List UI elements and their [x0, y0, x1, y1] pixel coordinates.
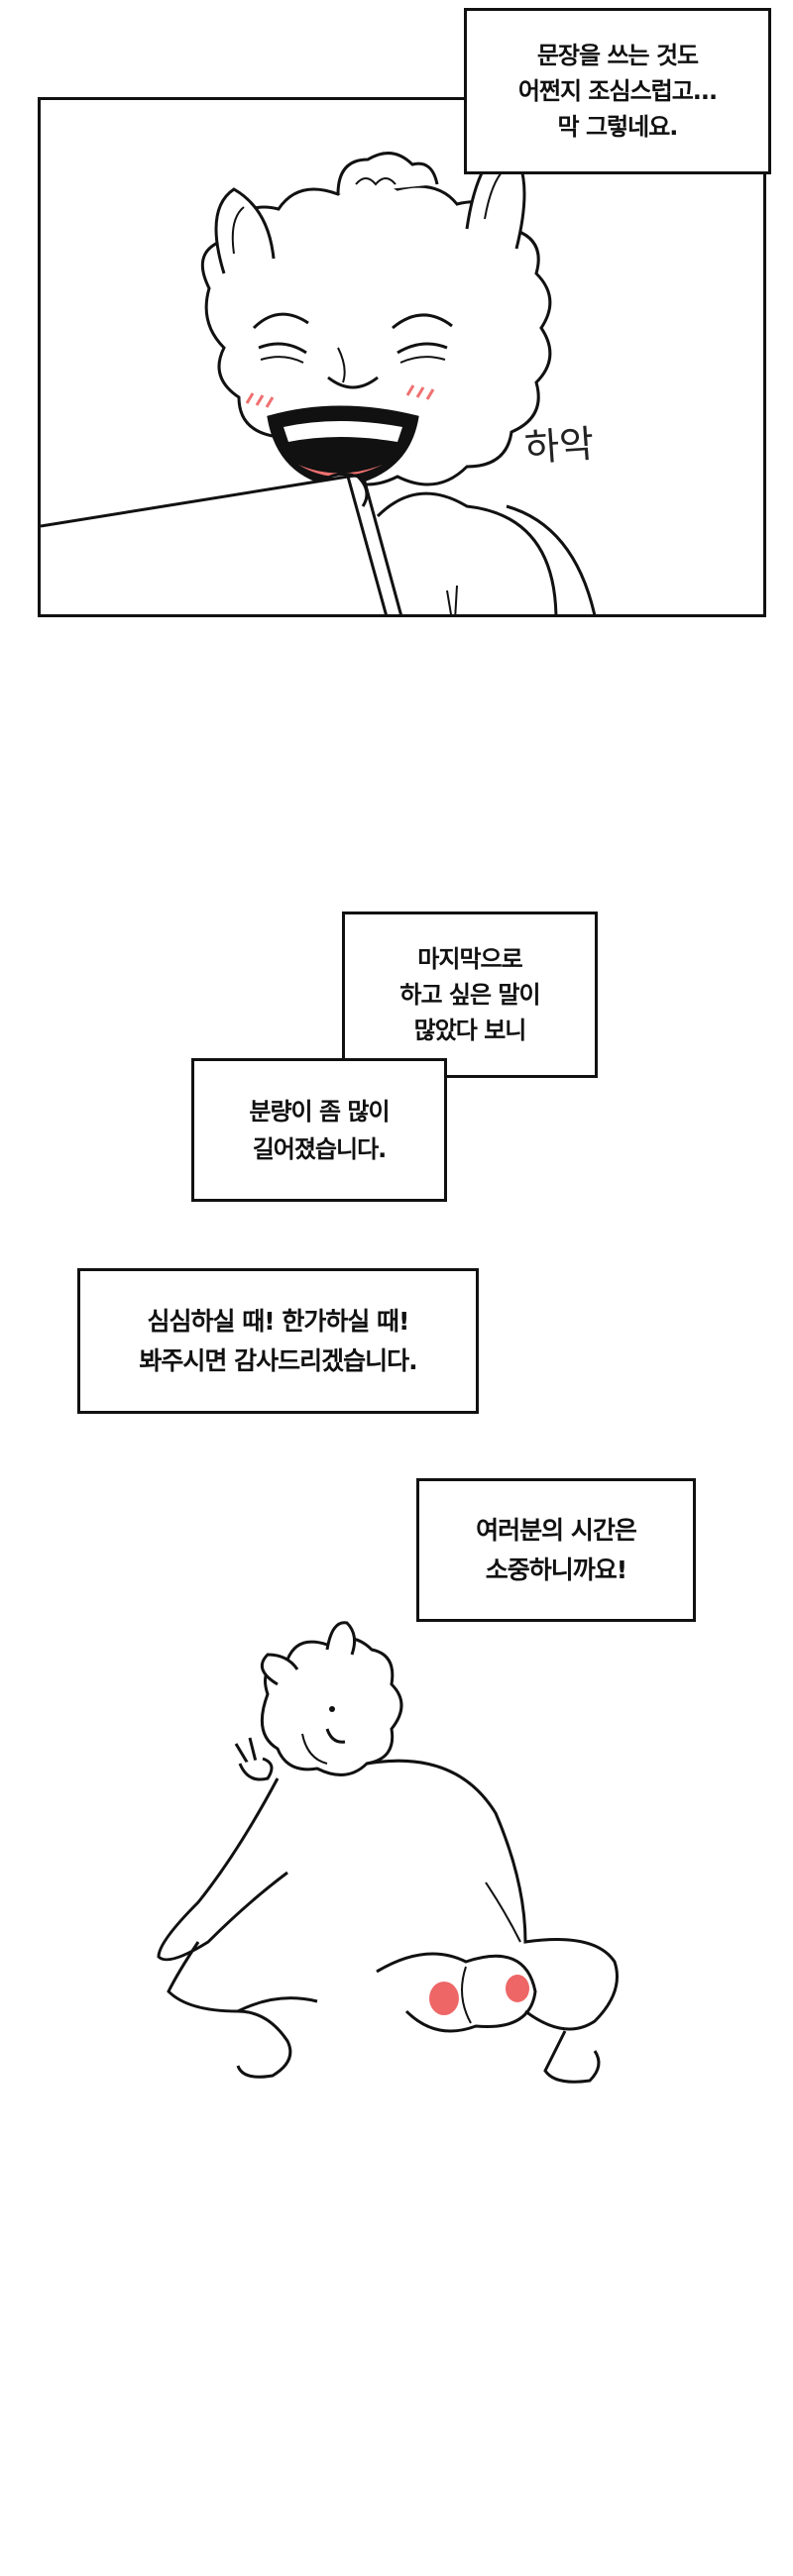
bubble-line: 많았다 보니 [413, 1017, 527, 1044]
alpaca-squatting-illustration [157, 1621, 619, 2084]
bubble-line: 길어졌습니다. [252, 1134, 388, 1163]
bubble-line: 하고 싶은 말이 [399, 981, 540, 1009]
speech-box-many-words: 마지막으로 하고 싶은 말이 많았다 보니 [342, 912, 598, 1078]
alpaca-laughing-illustration [41, 143, 597, 614]
bubble-line: 어쩐지 조심스럽고... [517, 77, 718, 105]
speech-box-please-read: 심심하실 때! 한가하실 때! 봐주시면 감사드리겠습니다. [77, 1268, 479, 1414]
comic-panel-laptop: 하악 [38, 97, 766, 617]
bubble-line: 심심하실 때! 한가하실 때! [147, 1306, 410, 1336]
speech-box-careful-writing: 문장을 쓰는 것도 어쩐지 조심스럽고... 막 그렇네요. [464, 8, 771, 174]
bubble-line: 봐주시면 감사드리겠습니다. [139, 1345, 417, 1375]
speech-box-your-time: 여러분의 시간은 소중하니까요! [416, 1478, 696, 1622]
bubble-line: 문장을 쓰는 것도 [536, 42, 699, 69]
laughing-sound-effect: 하악 [522, 421, 596, 471]
bubble-line: 막 그렇네요. [557, 113, 679, 141]
bubble-line: 마지막으로 [417, 945, 522, 973]
speech-box-long-length: 분량이 좀 많이 길어졌습니다. [191, 1058, 447, 1202]
bubble-line: 분량이 좀 많이 [249, 1097, 390, 1126]
bubble-line: 여러분의 시간은 [476, 1515, 637, 1545]
bubble-line: 소중하니까요! [485, 1555, 627, 1584]
